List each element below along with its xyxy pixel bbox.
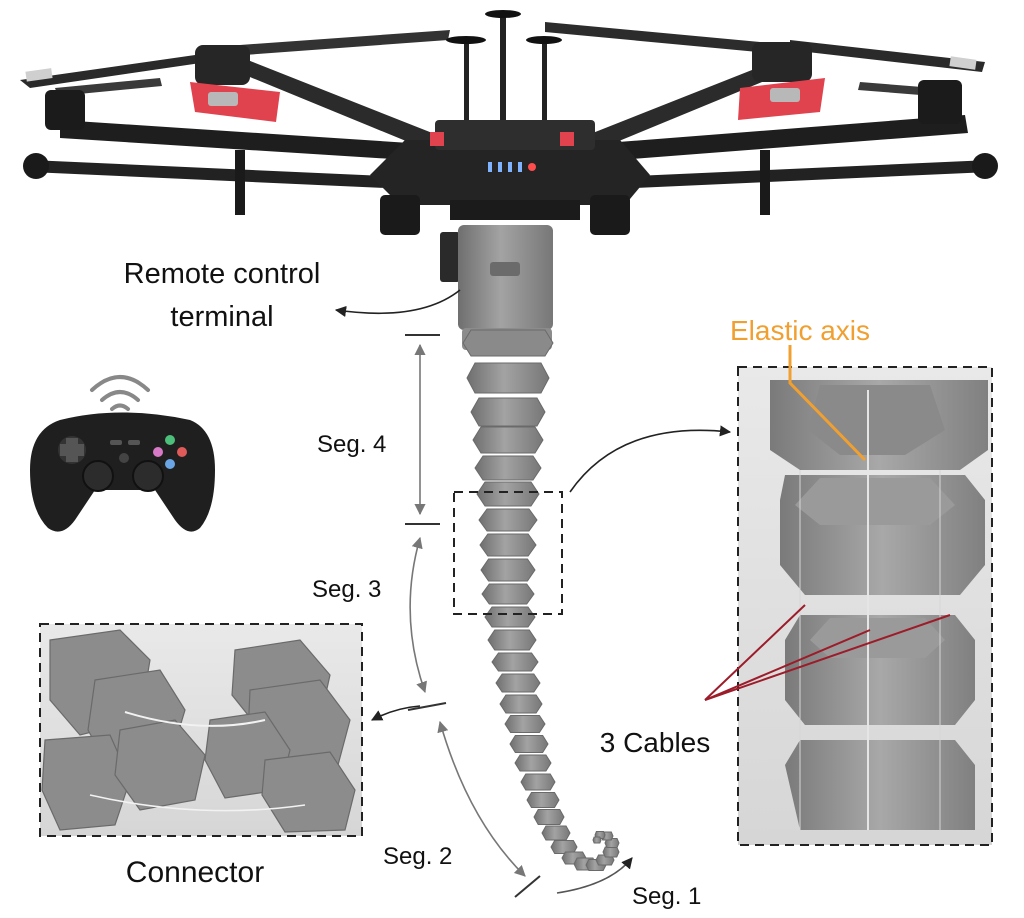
motor-right-front [738,42,825,120]
tail-module [462,329,554,357]
connector-arrow [371,705,421,721]
tail-module [470,397,546,427]
zoom-module-2 [780,475,985,595]
gamepad-icon [30,412,215,532]
motor-right-rear [918,80,962,124]
tail-robot [462,329,620,871]
seg4-label: Seg. 4 [317,431,386,458]
tail-module [479,533,537,557]
zoom-detail-photo [737,366,993,846]
propeller-right-front [545,22,985,72]
tail-module [592,836,602,844]
zoom-arrow [569,425,732,493]
arm-endcap [972,153,998,179]
tail-module [491,652,539,672]
tail-module [499,694,543,714]
tail-module [602,846,620,858]
zoom-module-1 [770,380,988,470]
tail-module [504,715,546,733]
landing-leg [235,150,245,215]
tail-module [487,629,537,651]
remote-label-line2: terminal [170,301,273,333]
drone-hub [370,120,650,235]
tail-module [526,792,560,808]
connector-photo [39,623,363,837]
seg3-label: Seg. 3 [312,576,381,603]
arm-left-lower [30,160,430,190]
zoom-module-4 [785,740,975,830]
tail-module [481,583,535,605]
tail-module [476,481,540,507]
tail-module [466,362,550,394]
tail-module [495,673,541,693]
arm-left-front [228,55,450,155]
tail-module [520,773,556,791]
connector-label: Connector [126,856,264,889]
drone [20,10,998,235]
zoom-selection-box [453,491,563,615]
propeller-left-front [20,30,450,88]
tail-module [472,426,544,454]
elastic-axis-pointer [788,345,867,462]
antennas [446,10,562,130]
wifi-icon [90,375,150,411]
cables-label: 3 Cables [600,727,711,758]
tail-module [541,825,571,841]
elastic-axis-label: Elastic axis [730,315,870,346]
tail-module [533,809,565,825]
arm-right-lower [590,160,990,190]
cables-pointer [704,604,951,701]
seg1-label: Seg. 1 [632,883,701,910]
motor-left-front [190,45,280,122]
tail-module [604,838,620,848]
landing-leg [760,150,770,215]
tail-module [474,455,542,481]
tail-module [478,508,538,532]
remote-label-line1: Remote control [124,258,321,290]
tail-module [480,558,536,582]
arm-right-front [575,55,796,155]
motor-left-rear [45,90,85,130]
tail-module [484,606,536,628]
segment-markers [405,334,633,898]
seg2-label: Seg. 2 [383,843,452,870]
arm-left-upper [60,120,440,162]
arm-right-upper [580,115,968,163]
remote-arrow [334,289,461,317]
arm-endcap [23,153,49,179]
tail-module [514,754,552,772]
zoom-module-3 [785,615,975,725]
tail-module [509,735,549,753]
